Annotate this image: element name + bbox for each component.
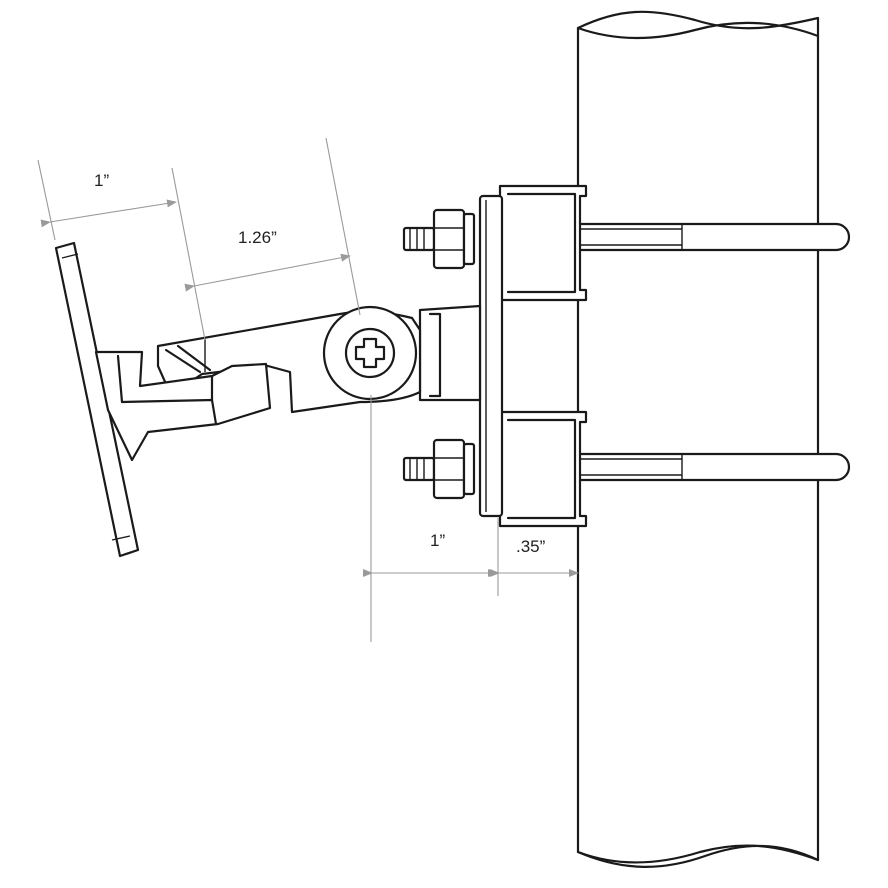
dimension-label-arm-length: 1.26”	[238, 228, 277, 247]
dimension-label-pivot-to-plate: 1”	[430, 531, 445, 550]
pivot-block	[418, 304, 482, 402]
back-plate	[478, 194, 504, 518]
clamp-channel-bottom	[498, 410, 588, 528]
dimension-plate-to-pole: .35”	[490, 537, 579, 577]
u-bolt-bottom	[498, 452, 851, 482]
u-bolt-top	[498, 222, 851, 252]
dimension-arm-length: 1.26”	[184, 137, 361, 316]
clamp-channel-top	[498, 184, 588, 302]
swivel-screw	[322, 305, 418, 401]
dimension-label-mount-plate-offset: 1”	[94, 171, 109, 190]
dimension-mount-plate-offset: 1”	[37, 159, 206, 341]
nut-stud-top	[402, 208, 476, 270]
dimension-label-plate-to-pole: .35”	[516, 537, 546, 556]
nut-stud-bottom	[402, 438, 476, 500]
pole	[576, 10, 820, 868]
dimension-pivot-to-plate: 1”	[363, 395, 499, 642]
mounting-plate	[54, 241, 272, 558]
